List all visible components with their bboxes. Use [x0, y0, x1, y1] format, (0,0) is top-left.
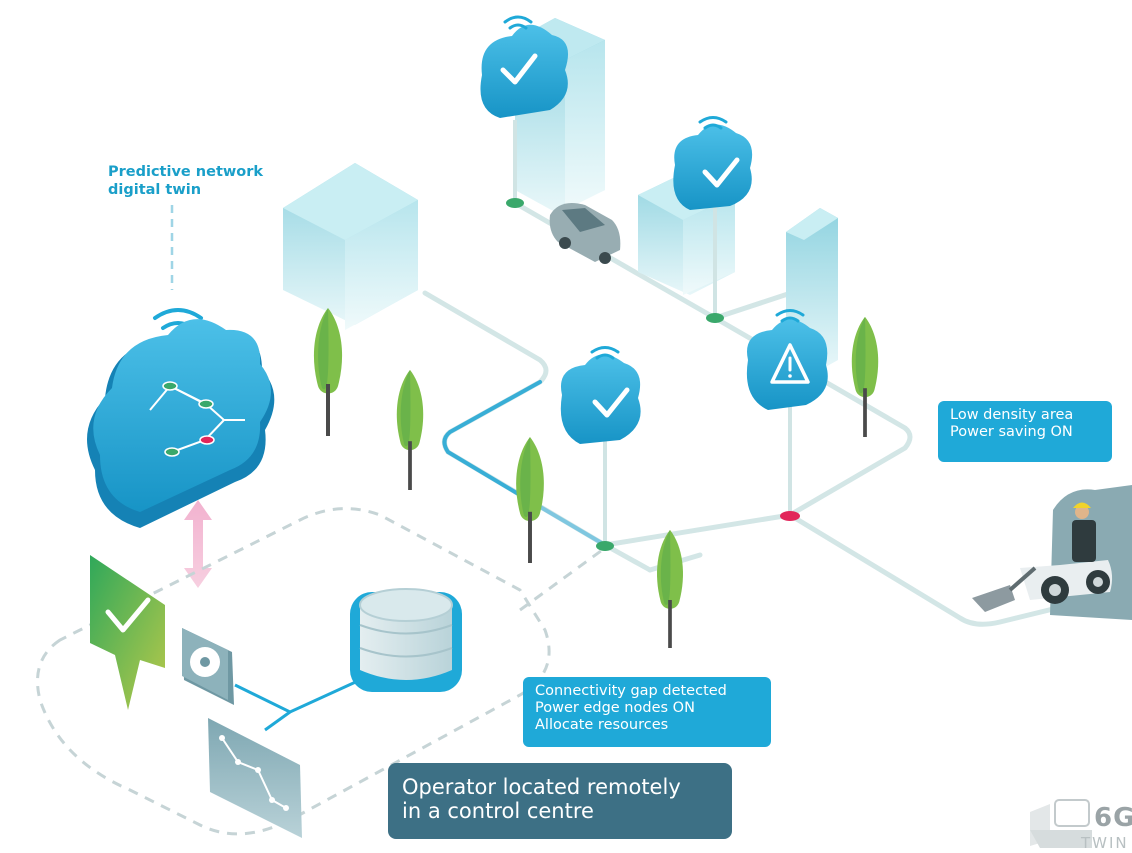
node-ok — [596, 541, 614, 551]
wifi-icon — [775, 309, 805, 323]
logo-mark — [1030, 799, 1092, 848]
tree — [396, 369, 424, 490]
tree — [657, 529, 683, 648]
operator-callout: Operator located remotely in a control c… — [388, 763, 732, 839]
digital-twin-title-line1: Predictive network — [108, 164, 264, 180]
control-centre-boundary — [36, 507, 551, 836]
digital-twin-cloud — [87, 319, 275, 528]
building-left — [283, 163, 418, 330]
cloud-warning — [746, 309, 828, 410]
node-ok — [506, 198, 524, 208]
wifi-icon — [503, 15, 533, 30]
database-icon — [350, 588, 462, 692]
tree — [851, 316, 879, 437]
operator-line1: Operator located remotely — [402, 775, 681, 799]
graph-tile — [208, 718, 302, 838]
tree — [313, 308, 343, 436]
control-link — [519, 546, 606, 612]
cloud-check-mid — [673, 116, 753, 210]
control-links — [234, 678, 361, 732]
cloud-check-top — [480, 15, 569, 118]
check-icon — [105, 597, 151, 633]
wifi-icon — [590, 346, 620, 360]
digital-twin-title: Predictive network digital twin — [108, 163, 263, 199]
operator-line2: in a control centre — [402, 799, 594, 823]
camera-tile — [182, 628, 234, 705]
car-icon — [549, 202, 621, 264]
sync-arrow — [184, 500, 212, 588]
wifi-icon — [698, 116, 728, 130]
node-ok — [706, 313, 724, 323]
check-icon — [702, 157, 740, 188]
connectivity-gap-callout: Connectivity gap detected Power edge nod… — [523, 677, 771, 747]
digital-twin-title-line2: digital twin — [108, 182, 202, 198]
gap-line3: Allocate resources — [535, 717, 669, 733]
approval-pin — [90, 555, 165, 710]
active-link — [442, 380, 542, 497]
cloud-check-low — [560, 346, 641, 444]
low-density-line1: Low density area — [950, 407, 1074, 423]
node-alert — [780, 511, 800, 521]
logo-text: 6G — [1094, 803, 1132, 833]
low-density-line2: Power saving ON — [950, 424, 1073, 440]
tree — [516, 436, 544, 563]
antenna-poles — [513, 120, 792, 545]
tractor-scene — [972, 485, 1132, 620]
check-icon — [592, 387, 630, 418]
gap-line2: Power edge nodes ON — [535, 700, 695, 716]
low-density-callout: Low density area Power saving ON — [938, 401, 1112, 462]
check-icon — [500, 53, 538, 85]
gap-line1: Connectivity gap detected — [535, 683, 727, 699]
logo-subtext: TWIN — [1081, 834, 1129, 852]
warning-icon — [770, 343, 810, 384]
